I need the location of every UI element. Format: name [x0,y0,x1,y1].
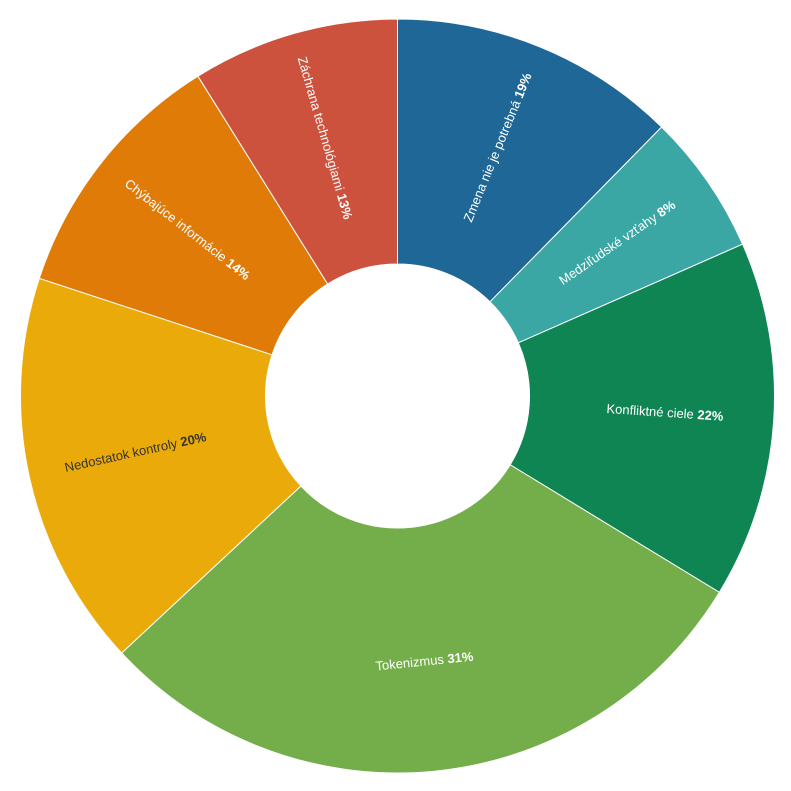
slice-5 [38,75,329,356]
slice-3 [120,464,721,774]
slice-label-percent: 20% [179,430,208,450]
slice-label-percent: 13% [334,192,356,222]
slice-label-percent: 22% [697,407,724,424]
slice-label-name: Tokenizmus [375,652,448,674]
slice-0 [397,18,663,303]
slice-4 [20,277,302,654]
slice-2 [509,243,775,594]
slice-6 [197,18,398,285]
slices-group [20,18,775,774]
slice-label-percent: 31% [447,649,475,667]
slice-label-2: Konfliktné ciele 22% [606,401,724,424]
slice-label-3: Tokenizmus 31% [375,649,475,674]
slice-label-name: Konfliktné ciele [606,401,698,422]
